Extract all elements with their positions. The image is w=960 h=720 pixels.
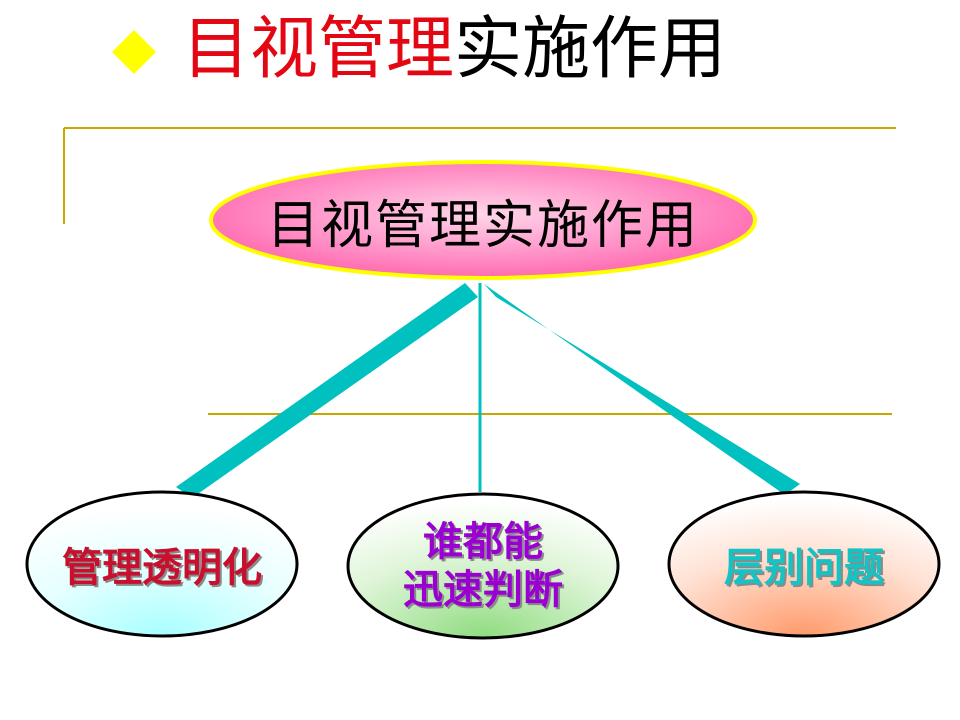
yellow-diamond-icon bbox=[112, 30, 156, 74]
left-connector bbox=[176, 283, 478, 498]
node-label-line: 谁都能 bbox=[423, 519, 543, 565]
node-label-line: 管理透明化 bbox=[62, 545, 262, 591]
node-label-line: 层别问题 bbox=[724, 545, 884, 591]
node-ellipse-quick-judgment bbox=[346, 492, 620, 640]
root-ellipse bbox=[209, 160, 757, 280]
root-node-label: 目视管理实施作用 bbox=[266, 195, 699, 256]
node-label-transparency: 管理透明化 bbox=[26, 492, 298, 636]
node-label-line: 迅速判断 bbox=[403, 567, 563, 613]
slide-title: 目视管理实施作用 bbox=[112, 8, 726, 92]
node-label-quick-judgment: 谁都能 迅速判断 bbox=[347, 494, 619, 638]
node-ellipse-stratify-problems bbox=[667, 490, 941, 638]
node-label-stratify-problems: 层别问题 bbox=[668, 492, 940, 636]
node-ellipse-transparency bbox=[25, 490, 299, 638]
title-red-part: 目视管理 bbox=[182, 10, 455, 89]
title-black-part: 实施作用 bbox=[454, 10, 727, 89]
right-connector bbox=[484, 284, 800, 495]
